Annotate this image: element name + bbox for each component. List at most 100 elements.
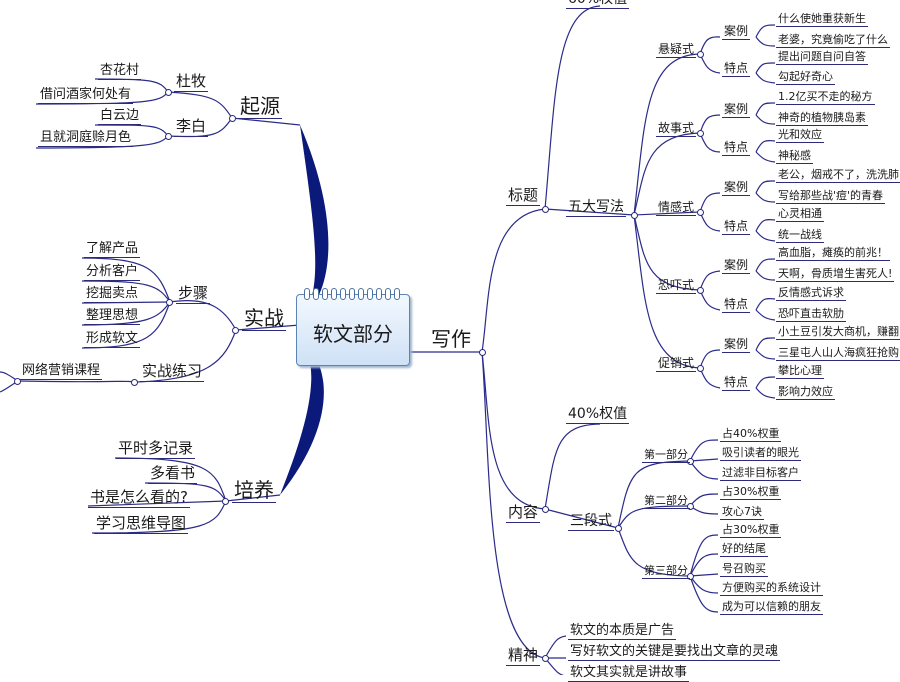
part-3[interactable]: 第三部分 — [642, 564, 690, 579]
part-item[interactable]: 吸引读者的眼光 — [720, 446, 801, 461]
case-item[interactable]: 老公，烟戒不了，洗洗肺 — [776, 168, 900, 183]
case-label[interactable]: 案例 — [722, 24, 751, 40]
leaf-siwei[interactable]: 学习思维导图 — [94, 514, 189, 534]
leaf-step-4[interactable]: 整理思想 — [84, 308, 141, 325]
part-item[interactable]: 号召购买 — [720, 562, 768, 577]
branch-xiezuo[interactable]: 写作 — [431, 327, 471, 351]
node-shizhan-lianxi[interactable]: 实战练习 — [140, 362, 205, 382]
feature-item[interactable]: 提出问题自问自答 — [776, 50, 868, 65]
expand-dot[interactable] — [166, 299, 173, 306]
leaf-biaoti-weight[interactable]: 60%权值 — [566, 0, 630, 9]
feature-label[interactable]: 特点 — [722, 219, 751, 235]
case-label[interactable]: 案例 — [722, 180, 751, 196]
case-item[interactable]: 什么使她重获新生 — [776, 12, 868, 27]
feature-item[interactable]: 光和效应 — [776, 128, 824, 143]
branch-shizhan[interactable]: 实战 — [242, 306, 286, 331]
case-item[interactable]: 写给那些战'痘'的青春 — [776, 189, 886, 204]
node-wudaxiefa[interactable]: 五大写法 — [566, 199, 626, 217]
node-neirong[interactable]: 内容 — [506, 503, 541, 523]
part-item[interactable]: 方便购买的系统设计 — [720, 581, 823, 596]
feature-item[interactable]: 统一战线 — [776, 228, 824, 243]
node-libai[interactable]: 李白 — [174, 117, 209, 137]
leaf-jingshen-3[interactable]: 软文其实就是讲故事 — [568, 665, 690, 682]
feature-item[interactable]: 攀比心理 — [776, 364, 824, 379]
case-item[interactable]: 1.2亿买不走的秘方 — [776, 90, 875, 105]
style-gushi[interactable]: 故事式 — [656, 121, 697, 137]
expand-dot[interactable] — [542, 655, 549, 662]
part-item[interactable]: 占30%权重 — [720, 523, 782, 538]
leaf-zenmekan[interactable]: 书是怎么看的? — [88, 488, 190, 508]
case-item[interactable]: 老婆，究竟偷吃了什么 — [776, 33, 890, 48]
leaf-xinghuacun[interactable]: 杏花村 — [98, 63, 142, 80]
part-2[interactable]: 第二部分 — [642, 494, 690, 509]
central-topic[interactable]: 软文部分 — [296, 288, 410, 366]
leaf-jingshen-2[interactable]: 写好软文的关键是要找出文章的灵魂 — [568, 644, 781, 661]
leaf-jingshen-1[interactable]: 软文的本质是广告 — [568, 623, 677, 640]
part-item[interactable]: 过滤非目标客户 — [720, 466, 801, 481]
case-label[interactable]: 案例 — [722, 337, 751, 353]
expand-dot[interactable] — [697, 287, 704, 294]
part-item[interactable]: 成为可以信赖的朋友 — [720, 600, 823, 615]
feature-item[interactable]: 心灵相通 — [776, 207, 824, 222]
feature-item[interactable]: 神秘感 — [776, 149, 813, 164]
feature-item[interactable]: 反情感式诉求 — [776, 286, 846, 301]
node-biaoti[interactable]: 标题 — [506, 186, 541, 206]
style-kongxia[interactable]: 恐吓式 — [656, 278, 697, 294]
leaf-wangluo[interactable]: 网络营销课程 — [20, 363, 103, 380]
case-label[interactable]: 案例 — [722, 102, 751, 118]
style-qinggan[interactable]: 情感式 — [656, 200, 697, 216]
expand-dot[interactable] — [165, 89, 172, 96]
style-cuxiao[interactable]: 促销式 — [656, 356, 697, 372]
node-buzhou[interactable]: 步骤 — [176, 284, 211, 304]
expand-dot[interactable] — [631, 212, 638, 219]
feature-item[interactable]: 勾起好奇心 — [776, 70, 835, 85]
leaf-jilu[interactable]: 平时多记录 — [116, 439, 196, 459]
expand-dot[interactable] — [687, 573, 694, 580]
branch-qiyuan[interactable]: 起源 — [238, 94, 282, 119]
case-label[interactable]: 案例 — [722, 258, 751, 274]
leaf-step-2[interactable]: 分析客户 — [84, 264, 141, 281]
feature-label[interactable]: 特点 — [722, 297, 751, 313]
part-item[interactable]: 攻心7诀 — [720, 505, 764, 520]
leaf-step-1[interactable]: 了解产品 — [84, 241, 141, 258]
case-item[interactable]: 高血脂，瘫痪的前兆！ — [776, 246, 890, 261]
expand-dot[interactable] — [479, 349, 486, 356]
style-xuanyi[interactable]: 悬疑式 — [656, 42, 697, 58]
expand-dot[interactable] — [687, 458, 694, 465]
expand-dot[interactable] — [697, 209, 704, 216]
node-sanduanshi[interactable]: 三段式 — [568, 513, 614, 531]
node-jingshen[interactable]: 精神 — [506, 646, 541, 666]
expand-dot[interactable] — [697, 365, 704, 372]
expand-dot[interactable] — [542, 206, 549, 213]
branch-peiyang[interactable]: 培养 — [232, 478, 276, 503]
part-item[interactable]: 好的结尾 — [720, 542, 768, 557]
case-item[interactable]: 三星屯人山人海疯狂抢购 — [776, 346, 900, 361]
leaf-jiewen[interactable]: 借问酒家何处有 — [38, 87, 134, 104]
expand-dot[interactable] — [697, 51, 704, 58]
expand-dot[interactable] — [14, 378, 21, 385]
leaf-step-3[interactable]: 挖掘卖点 — [84, 286, 141, 303]
expand-dot[interactable] — [232, 327, 239, 334]
feature-label[interactable]: 特点 — [722, 375, 751, 391]
expand-dot[interactable] — [222, 498, 229, 505]
feature-item[interactable]: 恐吓直击软肋 — [776, 307, 846, 322]
expand-dot[interactable] — [165, 133, 172, 140]
expand-dot[interactable] — [697, 130, 704, 137]
leaf-step-5[interactable]: 形成软文 — [84, 331, 141, 348]
leaf-kanshu[interactable]: 多看书 — [148, 464, 198, 484]
feature-label[interactable]: 特点 — [722, 140, 751, 156]
part-item[interactable]: 占30%权重 — [720, 485, 782, 500]
expand-dot[interactable] — [687, 503, 694, 510]
expand-dot[interactable] — [131, 379, 138, 386]
feature-item[interactable]: 影响力效应 — [776, 385, 835, 400]
expand-dot[interactable] — [542, 506, 549, 513]
expand-dot[interactable] — [229, 115, 236, 122]
feature-label[interactable]: 特点 — [722, 61, 751, 77]
case-item[interactable]: 小土豆引发大商机，赚翻 — [776, 325, 900, 340]
part-1[interactable]: 第一部分 — [642, 448, 690, 463]
expand-dot[interactable] — [615, 525, 622, 532]
leaf-baiyunbian[interactable]: 白云边 — [98, 108, 142, 125]
node-dumu[interactable]: 杜牧 — [174, 72, 209, 92]
case-item[interactable]: 神奇的植物胰岛素 — [776, 111, 868, 126]
case-item[interactable]: 天啊，骨质增生害死人! — [776, 267, 895, 282]
